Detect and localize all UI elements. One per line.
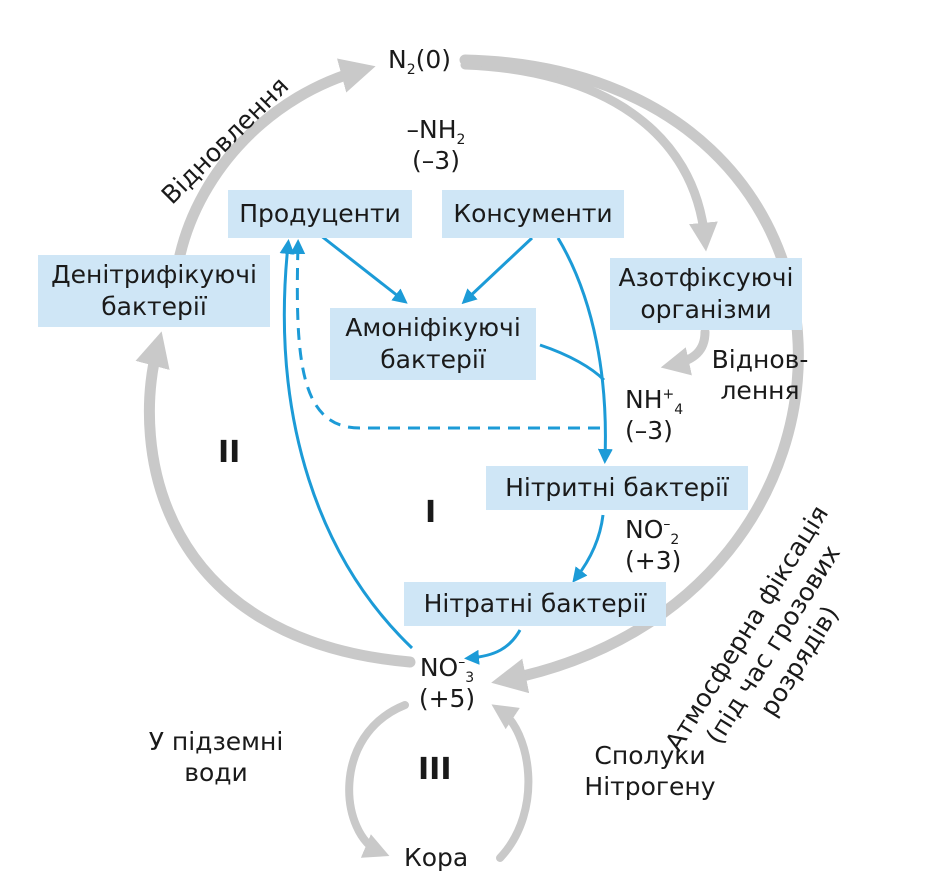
blue-arrow-no3-to-producers xyxy=(279,239,414,650)
gray-arrow-fixing-to-nh4 xyxy=(660,327,710,376)
gray-arrow-crust-to-no3 xyxy=(491,704,533,862)
consumers-box: Консументи xyxy=(442,190,624,238)
blue-arrow-consumers-to-nitrite xyxy=(556,237,613,464)
gray-arrow-n2-to-fixing xyxy=(460,60,718,252)
stage-three-label: III xyxy=(418,752,452,787)
blue-dashed-arrow-nh4-to-producers xyxy=(290,239,600,430)
producers-box: Продуценти xyxy=(228,190,412,238)
nitrate-bacteria-box: Нітратні бактерії xyxy=(404,582,666,626)
nh4-label: NH+4 (–3) xyxy=(625,385,684,445)
n2-label: N2(0) xyxy=(388,45,452,78)
gray-arrow-no3-to-crust xyxy=(345,701,409,858)
crust-label: Кора xyxy=(404,843,469,872)
stage-one-label: I xyxy=(425,495,437,530)
stage-two-label: II xyxy=(218,435,241,470)
no2-label: NO–2 (+3) xyxy=(625,515,682,575)
ammonifying-bacteria-box: Амоніфікуючі бактерії xyxy=(330,308,536,380)
nitrogen-fixing-organisms-box: Азотфіксуючі організми xyxy=(610,258,802,330)
gray-arrow-no3-to-denitrify xyxy=(135,331,416,668)
gray-arrow-denitrify-to-n2 xyxy=(174,58,376,261)
blue-arrow-nitrate-to-no3 xyxy=(464,629,522,665)
nitrite-bacteria-box: Нітритні бактерії xyxy=(486,466,748,510)
blue-line-ammonifying-to-nitrite xyxy=(539,343,606,382)
no3-label: NO–3 (+5) xyxy=(418,653,476,713)
blue-arrow-consumers-to-ammonifying xyxy=(461,236,534,305)
denitrifying-bacteria-box: Денітрифікуючі бактерії xyxy=(38,255,270,327)
reduction-right-label: Віднов- лення xyxy=(711,345,809,405)
blue-arrow-nitrite-to-nitrate xyxy=(572,514,605,583)
groundwater-label: У підземні води xyxy=(148,727,284,787)
nh2-label: –NH2 (–3) xyxy=(406,115,466,175)
nitrogen-compounds-label: Сполуки Нітрогену xyxy=(584,741,716,801)
blue-arrow-producers-to-ammonifying xyxy=(319,233,408,304)
